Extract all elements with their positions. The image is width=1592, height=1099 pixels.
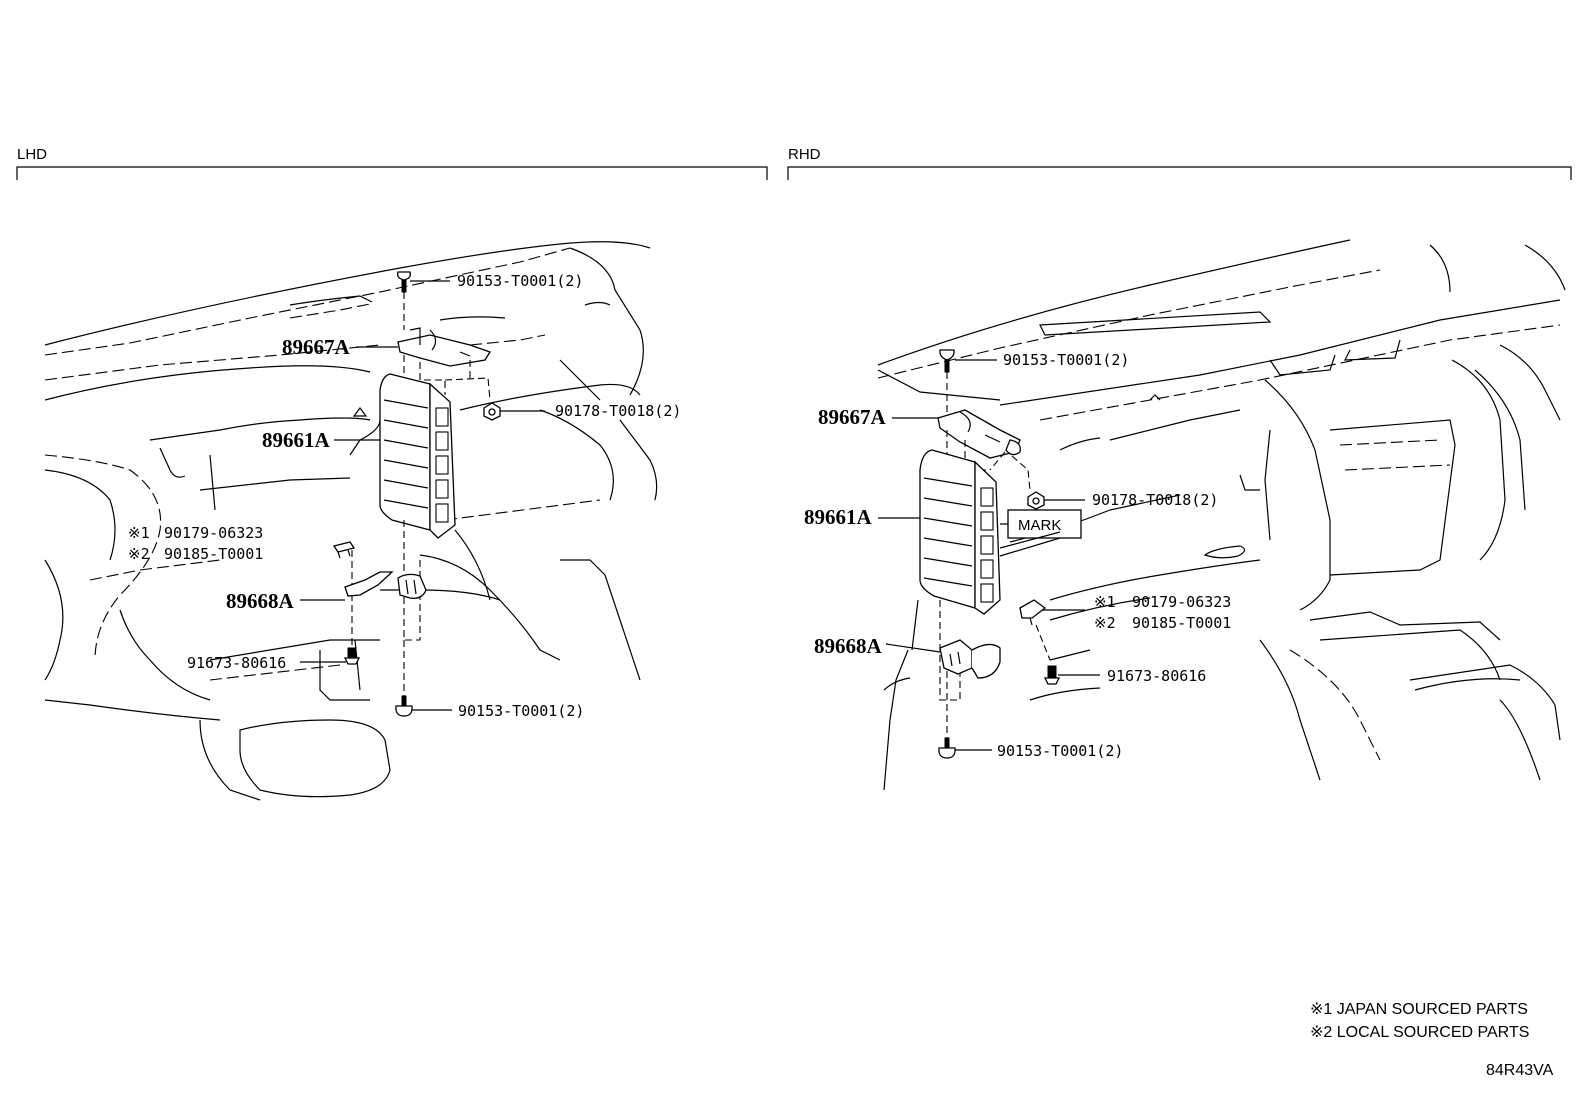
footnotes: ※1 JAPAN SOURCED PARTS ※2 LOCAL SOURCED … bbox=[1310, 1001, 1554, 1079]
lhd-label-bracket-lower: 89668A bbox=[226, 589, 295, 613]
rhd-dashboard-outline bbox=[877, 239, 1566, 791]
lhd-label-screw: 91673-80616 bbox=[187, 654, 286, 672]
lhd-parts: 90153-T0001(2) 89667A 90178-T0018(2) 896… bbox=[128, 271, 681, 720]
lhd-clip-icon bbox=[332, 541, 356, 559]
rhd-label-bracket-lower: 89668A bbox=[814, 634, 883, 658]
lhd-section: LHD bbox=[16, 146, 768, 180]
rhd-label-clip-2: 90185-T0001 bbox=[1132, 614, 1231, 632]
rhd-label-bracket-upper: 89667A bbox=[818, 405, 887, 429]
rhd-mark-label: MARK bbox=[1018, 517, 1061, 534]
lhd-screw-icon bbox=[343, 647, 361, 665]
rhd-mark-callout: MARK bbox=[999, 509, 1082, 557]
lhd-label-bolt-top: 90153-T0001(2) bbox=[457, 272, 583, 290]
lhd-label-clip-1: 90179-06323 bbox=[164, 524, 263, 542]
rhd-clip-icon bbox=[1019, 599, 1047, 626]
rhd-title: RHD bbox=[788, 146, 821, 163]
lhd-nut-icon bbox=[483, 402, 501, 421]
lhd-bolt-top-icon bbox=[396, 271, 412, 293]
lhd-clip-1-mark: ※1 bbox=[128, 524, 150, 542]
lhd-lower-bracket-icon bbox=[344, 571, 427, 599]
lhd-bolt-bottom-icon bbox=[395, 695, 413, 717]
rhd-section: RHD bbox=[787, 146, 1572, 180]
rhd-clip-2-mark: ※2 bbox=[1094, 614, 1116, 632]
lhd-bracket-line bbox=[16, 166, 768, 180]
rhd-bolt-bottom-icon bbox=[938, 737, 956, 759]
figure-code: 84R43VA bbox=[1486, 1062, 1554, 1079]
lhd-clip-2-mark: ※2 bbox=[128, 545, 150, 563]
lhd-label-ecu: 89661A bbox=[262, 428, 331, 452]
lhd-label-bracket-upper: 89667A bbox=[282, 335, 351, 359]
rhd-clip-1-mark: ※1 bbox=[1094, 593, 1116, 611]
lhd-upper-bracket-icon bbox=[397, 327, 491, 367]
rhd-label-nut: 90178-T0018(2) bbox=[1092, 491, 1218, 509]
rhd-upper-bracket-icon bbox=[937, 409, 1021, 459]
lhd-label-nut: 90178-T0018(2) bbox=[555, 402, 681, 420]
rhd-lower-bracket-icon bbox=[939, 639, 1001, 679]
lhd-title: LHD bbox=[17, 146, 47, 163]
rhd-ecu-module-icon bbox=[919, 449, 1001, 615]
note-japan-sourced: ※1 JAPAN SOURCED PARTS bbox=[1310, 1001, 1528, 1018]
rhd-label-bolt-bottom: 90153-T0001(2) bbox=[997, 742, 1123, 760]
lhd-dashboard-outline bbox=[44, 241, 658, 801]
rhd-label-clip-1: 90179-06323 bbox=[1132, 593, 1231, 611]
rhd-bracket-line bbox=[787, 166, 1572, 180]
lhd-label-bolt-bottom: 90153-T0001(2) bbox=[458, 702, 584, 720]
rhd-label-ecu: 89661A bbox=[804, 505, 873, 529]
rhd-parts: MARK bbox=[804, 349, 1231, 760]
lhd-ecu-module-icon bbox=[379, 373, 456, 539]
rhd-label-screw: 91673-80616 bbox=[1107, 667, 1206, 685]
rhd-screw-icon bbox=[1043, 665, 1061, 685]
rhd-leader-bracket-lower bbox=[885, 643, 941, 653]
lhd-label-clip-2: 90185-T0001 bbox=[164, 545, 263, 563]
rhd-label-bolt-top: 90153-T0001(2) bbox=[1003, 351, 1129, 369]
note-local-sourced: ※2 LOCAL SOURCED PARTS bbox=[1310, 1024, 1529, 1041]
rhd-nut-icon bbox=[1027, 491, 1045, 510]
rhd-bolt-top-icon bbox=[939, 349, 955, 373]
